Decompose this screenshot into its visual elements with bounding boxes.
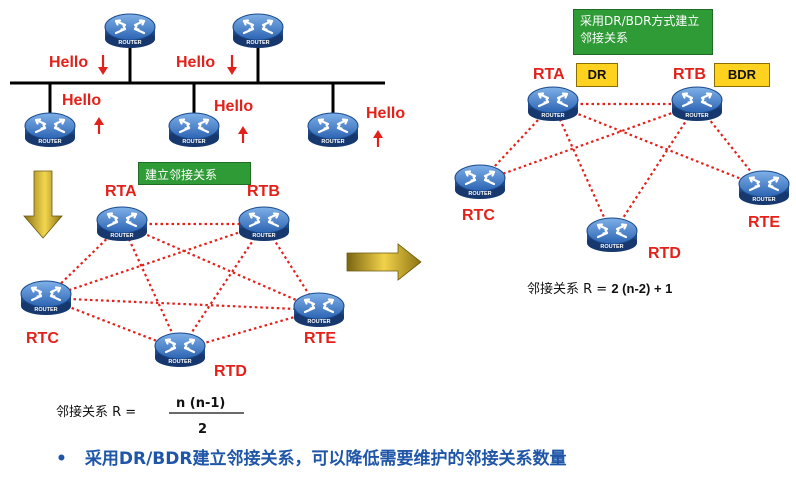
formula-numerator: n (n-1) [176,396,226,411]
block-arrow-icon [23,170,63,239]
router-label-rte: RTE [304,330,336,347]
full-mesh-badge: 建立邻接关系 [138,162,251,185]
lan-router-2 [231,12,285,50]
block-arrow-icon [346,243,422,281]
full-mesh-formula-label: 邻接关系 R = [56,405,137,420]
hello-label: Hello [214,98,254,115]
mesh-router-rtd [153,331,207,369]
router-label-rta: RTA [105,183,137,200]
hello-label: Hello [366,105,406,122]
dr-label-rtd: RTD [648,245,681,262]
dr-bdr-badge: 采用DR/BDR方式建立邻接关系 [573,9,713,55]
full-mesh-links [45,222,320,352]
router-label-rtb: RTB [247,183,280,200]
dr-label-rtb: RTB [673,66,706,83]
hello-label: Hello [49,54,89,71]
dr-router-rte [737,169,791,207]
dr-router-rta [526,85,580,123]
hello-arrows [94,55,383,147]
dr-formula: 邻接关系 R = 2 (n-2) + 1 [527,281,673,297]
mesh-router-rtb [237,205,291,243]
mesh-router-rta [95,205,149,243]
lan-router-4 [167,111,221,149]
lan-router-3 [23,111,77,149]
hello-label: Hello [62,92,102,109]
dr-mesh-links [479,102,765,236]
dr-label-rte: RTE [748,214,780,231]
dr-router-rtd [585,216,639,254]
dr-label-rta: RTA [533,66,565,83]
summary-bullet: •采用DR/BDR建立邻接关系，可以降低需要维护的邻接关系数量 [56,449,567,469]
router-label-rtc: RTC [26,330,59,347]
dr-router-rtb [670,85,724,123]
router-label-rtd: RTD [214,363,247,380]
lan-router-5 [306,111,360,149]
dr-label-rtc: RTC [462,207,495,224]
mesh-router-rtc [19,279,73,317]
dr-router-rtc [453,163,507,201]
dr-role-badge: DR [576,63,618,87]
hello-label: Hello [176,54,216,71]
formula-denominator: 2 [198,422,208,437]
lan-router-1 [103,12,157,50]
mesh-router-rte [292,291,346,329]
bdr-role-badge: BDR [714,63,770,87]
